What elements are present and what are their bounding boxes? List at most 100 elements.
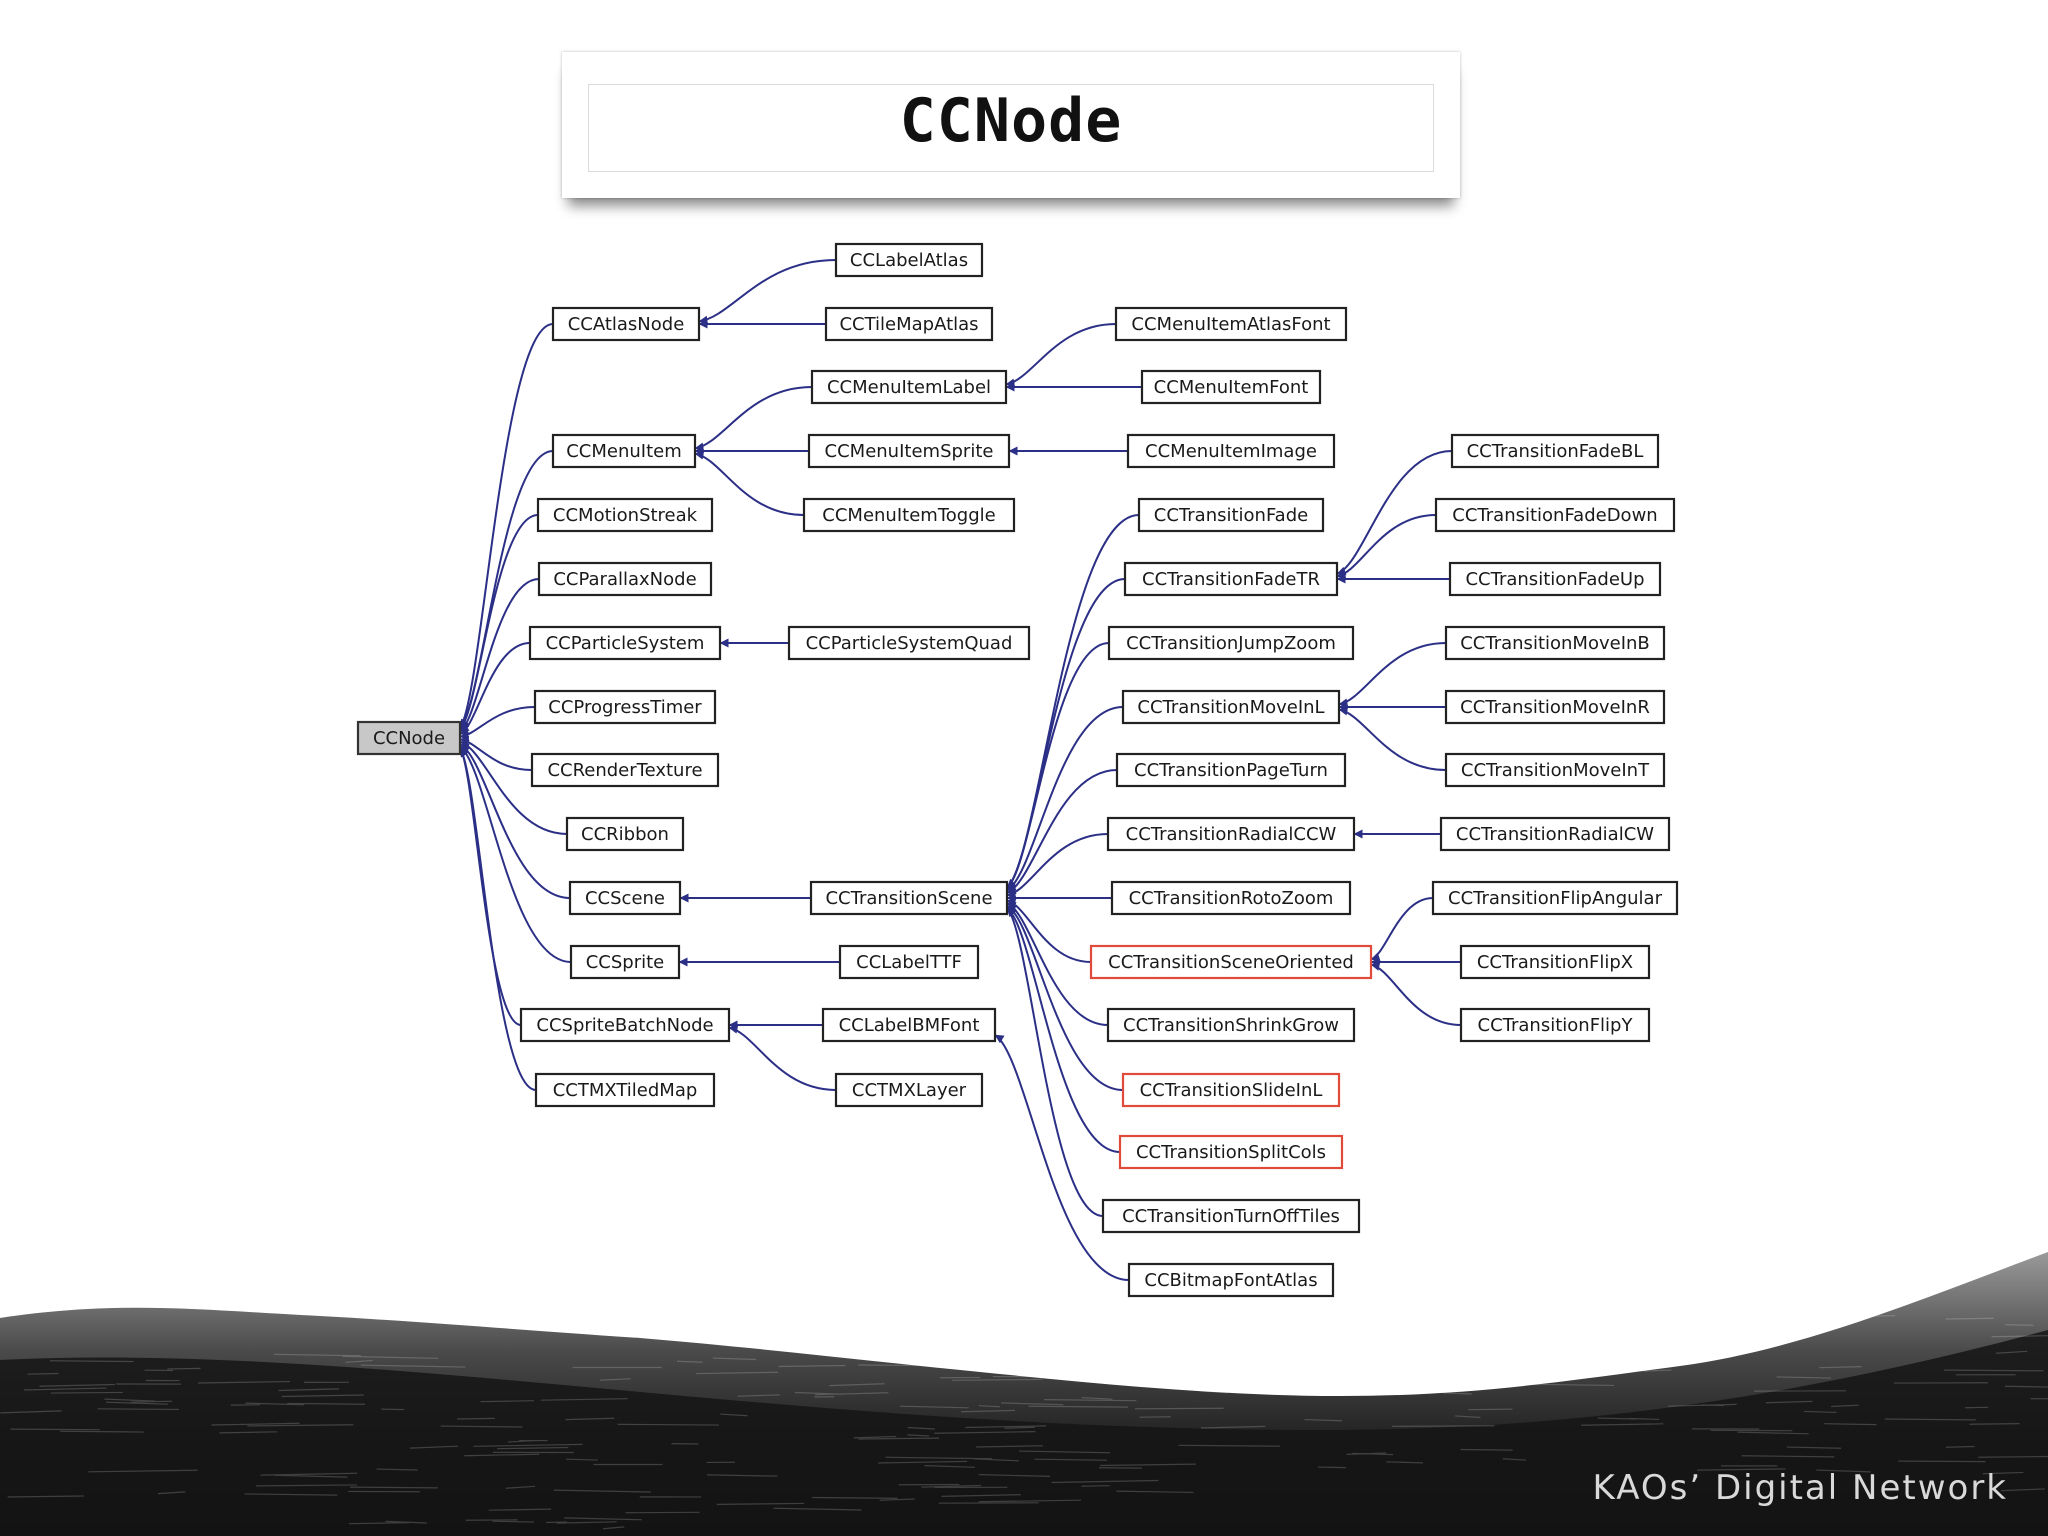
class-node-label: CCParallaxNode bbox=[553, 569, 696, 590]
class-node-cc-transition-fade-down: CCTransitionFadeDown bbox=[1434, 497, 1676, 533]
class-node-box bbox=[565, 816, 685, 852]
edge-cc-transition-fade-down-to-cc-transition-fade-tr bbox=[1336, 514, 1437, 580]
edge-cc-transition-flip-y-to-cc-transition-scene-oriented bbox=[1370, 962, 1462, 1026]
class-node-box bbox=[1123, 561, 1339, 597]
class-node-label: CCTransitionFadeTR bbox=[1142, 569, 1320, 590]
class-node-label: CCParticleSystem bbox=[546, 633, 705, 654]
class-node-cc-transition-turn-off-tiles: CCTransitionTurnOffTiles bbox=[1101, 1198, 1361, 1234]
class-node-cc-transition-fade: CCTransitionFade bbox=[1137, 497, 1325, 533]
class-node-box bbox=[1106, 816, 1356, 852]
class-node-box bbox=[1107, 625, 1355, 661]
class-node-box bbox=[1434, 497, 1676, 533]
edge-cctmx-tiled-map-to-cc-node bbox=[459, 747, 537, 1091]
class-node-cc-progress-timer: CCProgressTimer bbox=[533, 689, 717, 725]
class-node-label: CCTransitionScene bbox=[825, 888, 992, 909]
edge-cctmx-layer-to-cc-sprite-batch-node bbox=[728, 1024, 837, 1091]
class-node-label: CCProgressTimer bbox=[548, 697, 702, 718]
class-node-box bbox=[1121, 689, 1341, 725]
class-node-label: CCTransitionShrinkGrow bbox=[1123, 1015, 1339, 1036]
class-node-label: CCMenuItem bbox=[566, 441, 682, 462]
edge-cc-transition-radial-ccw-to-cc-transition-scene bbox=[1006, 833, 1109, 899]
edge-cc-transition-slide-in-l-to-cc-transition-scene bbox=[1006, 904, 1124, 1091]
edge-cc-menu-item-atlas-font-to-cc-menu-item-label bbox=[1005, 323, 1117, 388]
class-node-cc-transition-fade-up: CCTransitionFadeUp bbox=[1448, 561, 1662, 597]
edge-cc-transition-page-turn-to-cc-transition-scene bbox=[1006, 769, 1118, 895]
class-node-box bbox=[536, 497, 714, 533]
class-node-cc-transition-flip-x: CCTransitionFlipX bbox=[1459, 944, 1651, 980]
class-node-cc-menu-item-image: CCMenuItemImage bbox=[1126, 433, 1336, 469]
class-node-label: CCTransitionMoveInR bbox=[1460, 697, 1650, 718]
class-node-cc-menu-item-font: CCMenuItemFont bbox=[1140, 369, 1322, 405]
class-node-label: CCMotionStreak bbox=[553, 505, 698, 526]
class-node-box bbox=[834, 242, 984, 278]
class-node-box bbox=[1118, 1134, 1344, 1170]
class-node-label: CCTransitionFadeUp bbox=[1465, 569, 1644, 590]
edge-cc-menu-item-label-to-cc-menu-item bbox=[694, 386, 813, 452]
class-node-label: CCMenuItemFont bbox=[1154, 377, 1309, 398]
class-node-box bbox=[528, 625, 722, 661]
class-node-cc-transition-fade-tr: CCTransitionFadeTR bbox=[1123, 561, 1339, 597]
class-node-box bbox=[1444, 625, 1666, 661]
class-node-box bbox=[1115, 752, 1347, 788]
class-node-cc-menu-item-sprite: CCMenuItemSprite bbox=[807, 433, 1011, 469]
class-node-box bbox=[787, 625, 1031, 661]
class-node-box bbox=[809, 880, 1009, 916]
class-node-cc-transition-move-in-b: CCTransitionMoveInB bbox=[1444, 625, 1666, 661]
class-node-cc-label-ttf: CCLabelTTF bbox=[838, 944, 980, 980]
page-title: CCNode bbox=[899, 86, 1123, 156]
class-node-box bbox=[1121, 1072, 1341, 1108]
class-node-box bbox=[821, 1007, 997, 1043]
class-node-box bbox=[1431, 880, 1679, 916]
edge-cc-motion-streak-to-cc-node bbox=[459, 514, 539, 730]
class-node-label: CCTransitionMoveInT bbox=[1461, 760, 1650, 781]
class-node-box bbox=[534, 1072, 716, 1108]
class-node-box bbox=[1444, 752, 1666, 788]
class-node-cc-parallax-node: CCParallaxNode bbox=[537, 561, 713, 597]
class-node-label: CCTileMapAtlas bbox=[839, 314, 978, 335]
class-node-label: CCRibbon bbox=[581, 824, 669, 845]
class-node-box bbox=[356, 720, 462, 756]
edge-cc-sprite-to-cc-node bbox=[459, 746, 572, 963]
class-node-cc-render-texture: CCRenderTexture bbox=[530, 752, 720, 788]
class-node-cc-label-atlas: CCLabelAtlas bbox=[834, 242, 984, 278]
class-node-cc-sprite: CCSprite bbox=[569, 944, 681, 980]
class-node-box bbox=[1459, 1007, 1651, 1043]
class-node-cctmx-layer: CCTMXLayer bbox=[834, 1072, 984, 1108]
class-node-label: CCTransitionRadialCCW bbox=[1126, 824, 1337, 845]
edge-cc-transition-flip-angular-to-cc-transition-scene-oriented bbox=[1370, 897, 1434, 962]
class-node-label: CCTransitionRotoZoom bbox=[1129, 888, 1334, 909]
edge-cc-particle-system-to-cc-node bbox=[459, 642, 531, 736]
class-node-box bbox=[569, 944, 681, 980]
class-node-box bbox=[810, 369, 1008, 405]
class-node-label: CCTransitionSceneOriented bbox=[1108, 952, 1354, 973]
class-node-label: CCMenuItemAtlasFont bbox=[1131, 314, 1330, 335]
edge-cc-transition-move-in-l-to-cc-transition-scene bbox=[1006, 706, 1124, 892]
class-node-cc-transition-move-in-l: CCTransitionMoveInL bbox=[1121, 689, 1341, 725]
class-node-label: CCLabelTTF bbox=[856, 952, 962, 973]
nodes-layer: CCNode CCAtlasNodeCCMenuItemCCMotionStrea… bbox=[356, 242, 1679, 1298]
class-node-cc-ribbon: CCRibbon bbox=[565, 816, 685, 852]
class-node-box bbox=[1106, 1007, 1356, 1043]
class-node-cc-atlas-node: CCAtlasNode bbox=[551, 306, 701, 342]
class-node-label: CCNode bbox=[373, 728, 445, 749]
class-node-cc-transition-shrink-grow: CCTransitionShrinkGrow bbox=[1106, 1007, 1356, 1043]
edge-cc-parallax-node-to-cc-node bbox=[459, 578, 540, 733]
class-node-box bbox=[838, 944, 980, 980]
class-node-cc-transition-flip-angular: CCTransitionFlipAngular bbox=[1431, 880, 1679, 916]
class-node-box bbox=[530, 752, 720, 788]
class-node-cc-menu-item-label: CCMenuItemLabel bbox=[810, 369, 1008, 405]
class-node-box bbox=[1459, 944, 1651, 980]
class-node-label: CCRenderTexture bbox=[547, 760, 702, 781]
class-node-box bbox=[1126, 433, 1336, 469]
class-node-box bbox=[1110, 880, 1352, 916]
class-node-label: CCTransitionFade bbox=[1154, 505, 1308, 526]
class-node-label: CCAtlasNode bbox=[568, 314, 685, 335]
title-frame bbox=[588, 84, 1434, 172]
class-node-label: CCTMXLayer bbox=[852, 1080, 967, 1101]
class-node-label: CCParticleSystemQuad bbox=[806, 633, 1013, 654]
edge-cc-label-atlas-to-cc-atlas-node bbox=[698, 259, 837, 325]
class-node-cc-transition-move-in-t: CCTransitionMoveInT bbox=[1444, 752, 1666, 788]
class-node-box bbox=[1101, 1198, 1361, 1234]
class-node-cc-transition-slide-in-l: CCTransitionSlideInL bbox=[1121, 1072, 1341, 1108]
class-node-box bbox=[533, 689, 717, 725]
